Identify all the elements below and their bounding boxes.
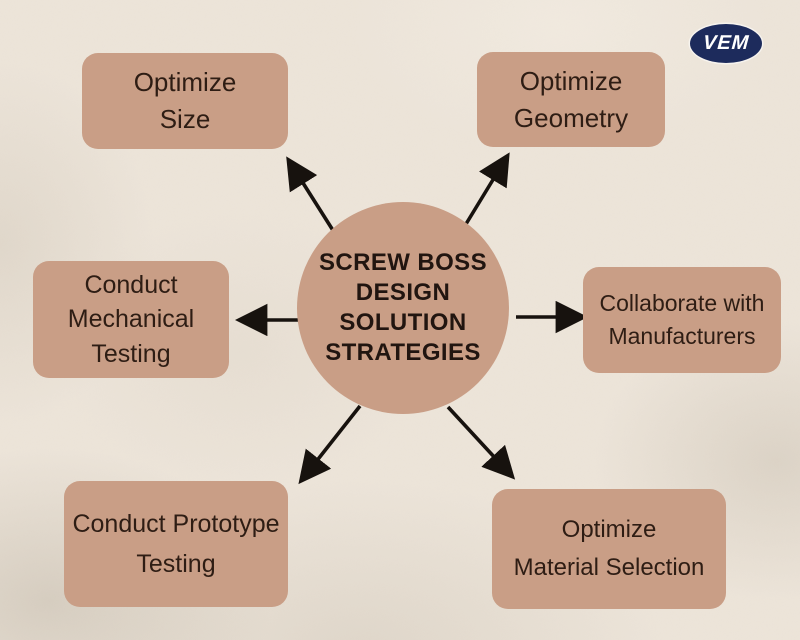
node-conduct-prototype-testing: Conduct Prototype Testing	[64, 481, 288, 607]
node-line: Manufacturers	[608, 323, 756, 349]
center-topic-line: SOLUTION	[339, 309, 467, 336]
node-line: Material Selection	[513, 554, 705, 581]
arrow-to-optimize-geometry	[464, 152, 510, 225]
node-line: Mechanical	[67, 305, 195, 334]
node-line: Conduct	[84, 270, 178, 299]
arrow-to-optimize-material-selection	[446, 405, 516, 480]
arrow-to-conduct-prototype-testing	[298, 404, 362, 485]
node-optimize-material-selection: Optimize Material Selection	[492, 489, 726, 609]
arrow-to-optimize-size	[286, 156, 336, 233]
node-line: Optimize	[133, 67, 237, 98]
vem-logo: VEM	[690, 24, 762, 63]
center-topic-line: STRATEGIES	[325, 339, 481, 366]
center-topic: SCREW BOSS DESIGN SOLUTION STRATEGIES	[297, 202, 509, 414]
node-line: Testing	[136, 550, 216, 578]
node-optimize-size: Optimize Size	[82, 53, 288, 149]
center-topic-line: SCREW BOSS	[318, 249, 487, 276]
node-line: Size	[159, 104, 211, 134]
node-line: Geometry	[513, 102, 629, 133]
node-line: Optimize	[519, 65, 623, 96]
node-line: Conduct Prototype	[72, 510, 280, 538]
node-optimize-geometry: Optimize Geometry	[477, 52, 665, 147]
center-topic-line: DESIGN	[355, 279, 451, 306]
node-conduct-mechanical-testing: Conduct Mechanical Testing	[33, 261, 229, 378]
node-collaborate-with-manufacturers: Collaborate with Manufacturers	[583, 267, 781, 373]
node-line: Optimize	[561, 515, 657, 543]
vem-logo-text: VEM	[702, 32, 750, 54]
node-line: Collaborate with	[599, 290, 765, 317]
node-line: Testing	[91, 339, 171, 368]
